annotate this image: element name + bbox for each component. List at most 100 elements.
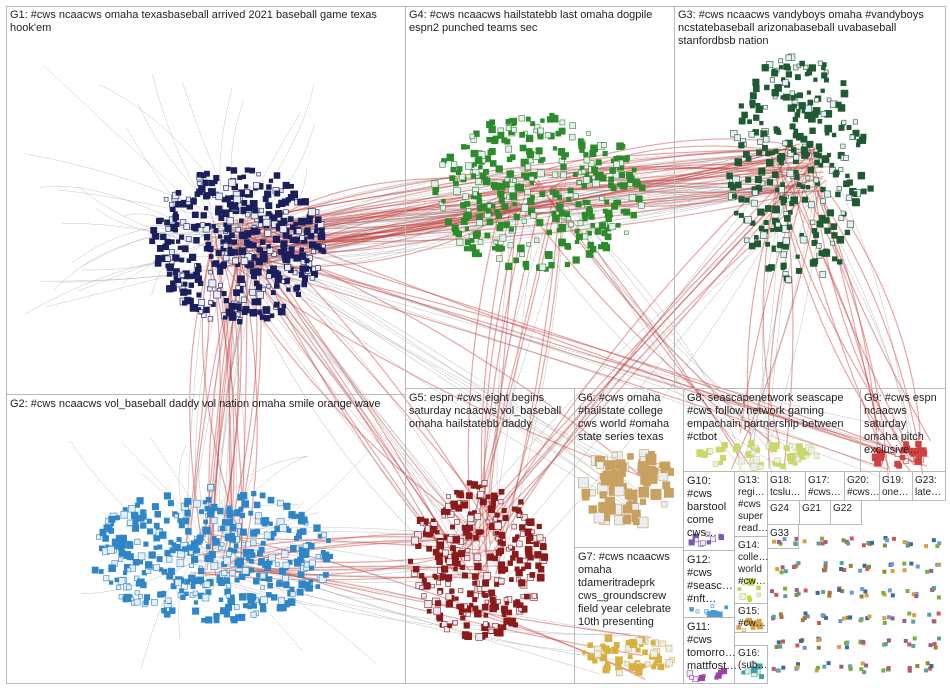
- node: [274, 561, 280, 567]
- node: [504, 138, 511, 145]
- inter-group-edge: [803, 174, 909, 435]
- node: [213, 617, 220, 624]
- node: [539, 263, 547, 271]
- node: [793, 541, 798, 546]
- node: [202, 179, 209, 187]
- node: [832, 256, 838, 262]
- node: [629, 640, 638, 649]
- node: [259, 250, 268, 259]
- cluster-g4: [431, 112, 646, 272]
- node: [436, 615, 444, 622]
- node: [745, 176, 752, 183]
- node: [808, 446, 816, 454]
- node: [500, 624, 507, 630]
- inter-group-edge: [472, 204, 557, 537]
- node: [268, 178, 274, 183]
- inter-group-edge: [762, 184, 791, 473]
- node: [907, 668, 912, 673]
- node: [511, 523, 517, 530]
- node: [618, 172, 625, 179]
- node: [459, 564, 466, 570]
- node: [783, 215, 791, 222]
- node: [253, 577, 260, 585]
- node: [519, 524, 526, 531]
- node: [177, 518, 183, 523]
- inter-group-edge: [478, 159, 789, 550]
- node: [249, 167, 256, 174]
- node: [560, 163, 567, 171]
- node: [612, 469, 624, 481]
- node: [856, 138, 862, 144]
- node: [734, 445, 741, 452]
- node: [761, 64, 769, 72]
- node: [217, 282, 223, 288]
- node: [524, 562, 532, 570]
- node: [807, 201, 815, 209]
- node: [775, 187, 780, 192]
- node: [475, 178, 482, 185]
- node: [662, 481, 671, 490]
- node: [496, 599, 502, 605]
- cluster-g16: [741, 661, 764, 680]
- node: [233, 289, 240, 297]
- node: [852, 129, 860, 137]
- node: [811, 228, 818, 234]
- inter-group-edge: [485, 196, 519, 536]
- inter-group-edge: [234, 180, 803, 240]
- node: [450, 524, 455, 530]
- node: [315, 265, 321, 271]
- node: [572, 193, 579, 199]
- node: [250, 227, 259, 235]
- node: [174, 513, 179, 519]
- node: [782, 140, 788, 147]
- node: [490, 501, 496, 507]
- node: [449, 588, 455, 594]
- node: [811, 239, 818, 247]
- node: [583, 156, 591, 164]
- node: [835, 191, 841, 198]
- node: [205, 496, 212, 503]
- node: [846, 125, 852, 131]
- node: [241, 309, 248, 315]
- node: [815, 665, 820, 670]
- node: [493, 239, 499, 245]
- node: [557, 148, 566, 156]
- node: [748, 439, 755, 447]
- node: [463, 246, 470, 252]
- node: [266, 576, 273, 583]
- node: [474, 230, 481, 237]
- node: [190, 577, 198, 585]
- node: [715, 672, 722, 679]
- inter-group-edge: [263, 172, 790, 249]
- node: [514, 213, 520, 219]
- inter-group-edge: [219, 250, 239, 532]
- node: [512, 178, 517, 183]
- node: [827, 590, 832, 595]
- node: [584, 171, 590, 177]
- node: [759, 180, 766, 187]
- node: [315, 553, 321, 560]
- node: [458, 603, 465, 611]
- node: [419, 584, 425, 590]
- node: [837, 644, 842, 649]
- node: [226, 551, 232, 557]
- node: [907, 611, 912, 616]
- node: [516, 513, 522, 518]
- node: [800, 184, 806, 189]
- node: [450, 166, 457, 173]
- node: [508, 617, 517, 626]
- node: [443, 626, 450, 633]
- node: [208, 279, 217, 288]
- node: [262, 218, 271, 227]
- node: [302, 548, 310, 555]
- node: [501, 507, 507, 514]
- node: [858, 640, 863, 645]
- node: [208, 550, 216, 559]
- node: [775, 221, 781, 228]
- node: [446, 558, 453, 565]
- node: [218, 545, 223, 551]
- node: [661, 501, 668, 508]
- node: [171, 542, 177, 547]
- node: [321, 531, 327, 538]
- node: [541, 553, 547, 559]
